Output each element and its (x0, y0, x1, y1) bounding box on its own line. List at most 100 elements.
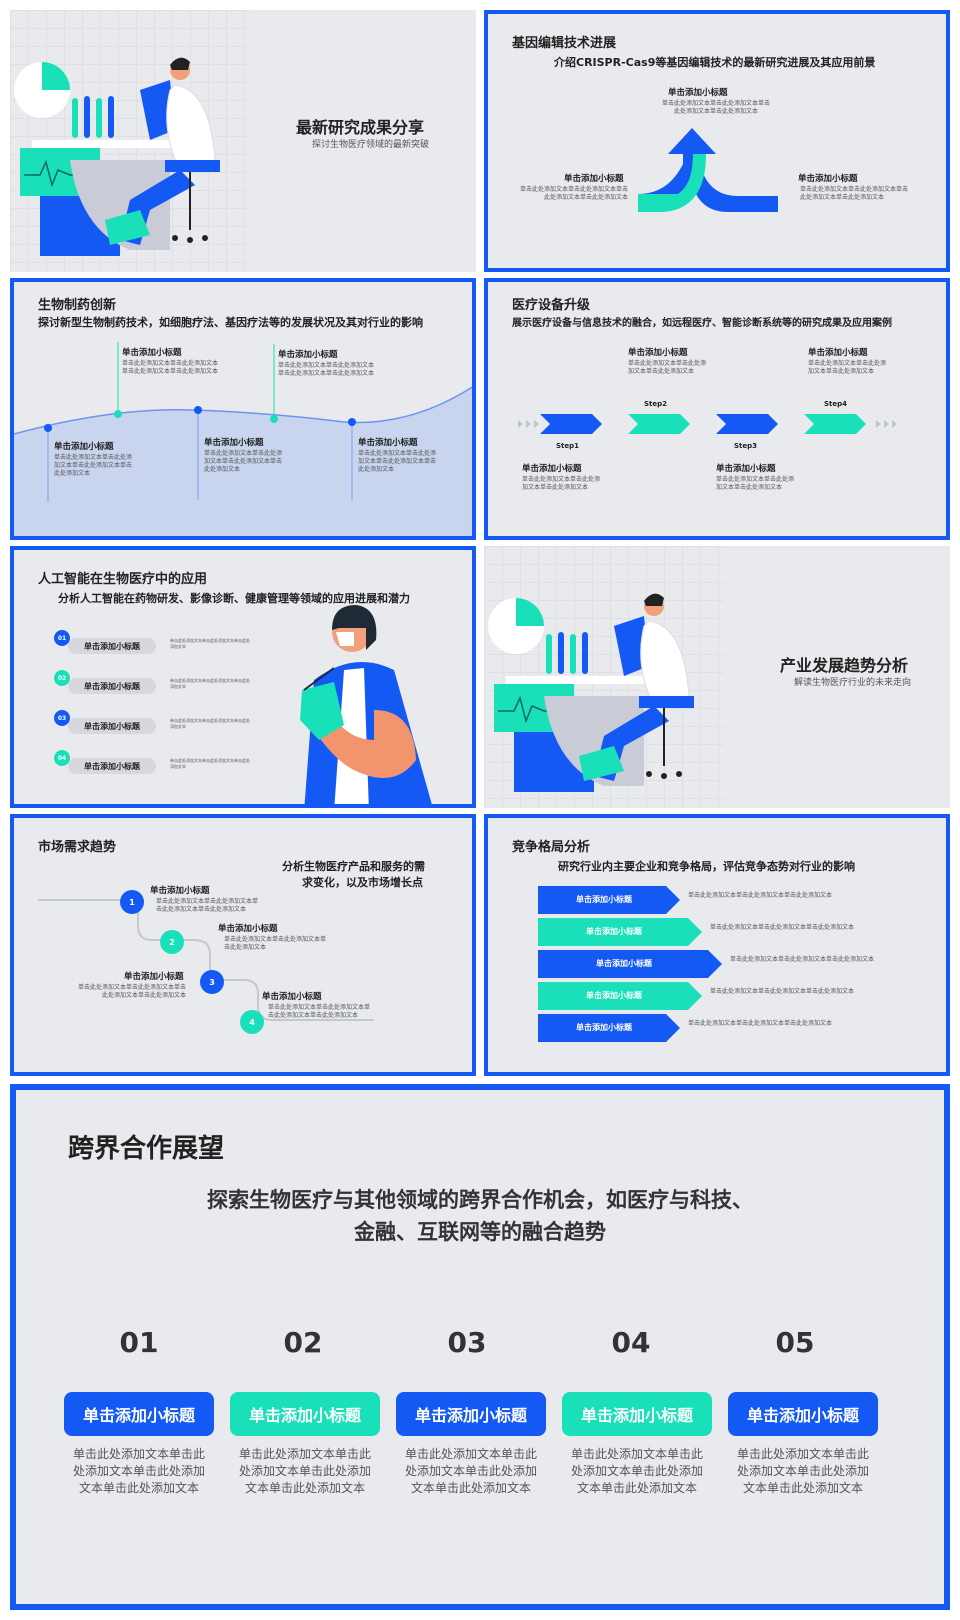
slide3-subtitle: 探讨新型生物制药技术，如细胞疗法、基因疗法等的发展状况及其对行业的影响 (38, 316, 423, 329)
slide3-title: 生物制药创新 (38, 298, 117, 313)
item-text-03: 单击此处添加文本单击此处添加文本单击此处添加文本单击此处添加文本 (404, 1447, 537, 1495)
item-pill: 单击添加小标题 (68, 758, 156, 774)
slide4-item3-heading: 单击添加小标题 (716, 464, 776, 474)
bar-text-4: 单击此处添加文本单击此处添加文本单击此处添加文本 (710, 988, 855, 995)
slide7-subtitle-line2: 求变化，以及市场增长点 (302, 876, 423, 889)
item-badge: 02 (54, 670, 70, 686)
slide4-item2-text: 单击此处添加文本单击此处添加文本单击此处添加文本 (628, 360, 707, 375)
slide3-item4-text: 单击此处添加文本单击此处添加文本单击此处添加文本单击此处添加文本 (278, 362, 375, 377)
item-button-01[interactable]: 单击添加小标题 (64, 1392, 214, 1436)
item-pill: 单击添加小标题 (68, 718, 156, 734)
slide3-item3-text: 单击此处添加文本单击此处添加文本单击此处添加文本单击此处添加文本 (204, 450, 283, 473)
item-button-04[interactable]: 单击添加小标题 (562, 1392, 712, 1436)
item-text-02: 单击此处添加文本单击此处添加文本单击此处添加文本单击此处添加文本 (238, 1447, 371, 1495)
item-badge: 01 (54, 630, 70, 646)
merge-arrow-icon (638, 128, 778, 212)
item-number-02: 02 (283, 1326, 323, 1359)
step-badge-4: 4 (240, 1010, 264, 1034)
step3-label: Step3 (734, 442, 758, 450)
item-text: 单击此处添加文本单击此处添加文本单击此处添加文本 (170, 758, 250, 769)
slide-market-demand: 市场需求趋势 分析生物医疗产品和服务的需 求变化，以及市场增长点 1 2 3 4… (10, 814, 476, 1076)
slide1-subtitle: 探讨生物医疗领域的最新突破 (312, 140, 430, 150)
slide3-item2-heading: 单击添加小标题 (122, 348, 182, 358)
slide2-right-text: 单击此处添加文本单击此处添加文本单击此处添加文本单击此处添加文本 (800, 186, 909, 201)
slide4-item3-text: 单击此处添加文本单击此处添加文本单击此处添加文本 (716, 476, 795, 491)
slide7-item3-text: 单击此处添加文本单击此处添加文本单击此处添加文本单击此处添加文本 (77, 984, 186, 999)
slide7-subtitle-line1: 分析生物医疗产品和服务的需 (282, 860, 425, 873)
bar-label-4: 单击添加小标题 (586, 991, 642, 1000)
item-button-05[interactable]: 单击添加小标题 (728, 1392, 878, 1436)
slide2-top-heading: 单击添加小标题 (668, 88, 728, 98)
bar-text-1: 单击此处添加文本单击此处添加文本单击此处添加文本 (688, 892, 833, 899)
slide-competition: 竞争格局分析 研究行业内主要企业和竞争格局，评估竞争态势对行业的影响 单击添加小… (484, 814, 950, 1076)
slide8-title: 竞争格局分析 (512, 840, 591, 855)
item-badge: 04 (54, 750, 70, 766)
slide4-item4-heading: 单击添加小标题 (808, 348, 868, 358)
slide4-subtitle: 展示医疗设备与信息技术的融合，如远程医疗、智能诊断系统等的研究成果及应用案例 (512, 318, 892, 329)
item-number-03: 03 (447, 1326, 487, 1359)
slide4-title: 医疗设备升级 (512, 298, 591, 313)
slide6-title: 产业发展趋势分析 (780, 656, 909, 675)
slide3-item1-heading: 单击添加小标题 (54, 442, 114, 452)
step4-label: Step4 (824, 400, 848, 408)
slide9-title: 跨界合作展望 (68, 1134, 225, 1164)
scientist-illustration (488, 593, 694, 792)
bar-text-5: 单击此处添加文本单击此处添加文本单击此处添加文本 (688, 1020, 833, 1027)
slide-biopharma: 生物制药创新 探讨新型生物制药技术，如细胞疗法、基因疗法等的发展状况及其对行业的… (10, 278, 476, 540)
slide7-item3-heading: 单击添加小标题 (124, 972, 184, 982)
item-badge: 03 (54, 710, 70, 726)
scientist-illustration (14, 57, 220, 256)
staircase-path (38, 899, 374, 1021)
slide-ai-application: 人工智能在生物医疗中的应用 分析人工智能在药物研发、影像诊断、健康管理等领域的应… (10, 546, 476, 808)
slide6-subtitle: 解读生物医疗行业的未来走向 (794, 678, 912, 688)
slide5-title: 人工智能在生物医疗中的应用 (38, 572, 208, 587)
slide2-left-text: 单击此处添加文本单击此处添加文本单击此处添加文本单击此处添加文本 (519, 186, 628, 201)
slide1-title: 最新研究成果分享 (296, 118, 425, 137)
item-text-05: 单击此处添加文本单击此处添加文本单击此处添加文本单击此处添加文本 (736, 1447, 869, 1495)
bar-text-3: 单击此处添加文本单击此处添加文本单击此处添加文本 (730, 956, 875, 963)
slide-cross-border: 跨界合作展望 探索生物医疗与其他领域的跨界合作机会，如医疗与科技、 金融、互联网… (10, 1084, 950, 1610)
step2-label: Step2 (644, 400, 668, 408)
slide7-item4-heading: 单击添加小标题 (262, 992, 322, 1002)
step1-label: Step1 (556, 442, 580, 450)
slide4-item1-heading: 单击添加小标题 (522, 464, 582, 474)
slide2-left-heading: 单击添加小标题 (564, 174, 624, 184)
item-button-03[interactable]: 单击添加小标题 (396, 1392, 546, 1436)
slide7-title: 市场需求趋势 (38, 840, 117, 855)
step-badge-2: 2 (160, 930, 184, 954)
slide3-item3-heading: 单击添加小标题 (204, 438, 264, 448)
slide4-item4-text: 单击此处添加文本单击此处添加文本单击此处添加文本 (808, 360, 887, 375)
slide3-item5-text: 单击此处添加文本单击此处添加文本单击此处添加文本单击此处添加文本 (358, 450, 437, 473)
item-text: 单击此处添加文本单击此处添加文本单击此处添加文本 (170, 718, 250, 729)
item-number-05: 05 (775, 1326, 815, 1359)
slide-industry-trends: 产业发展趋势分析 解读生物医疗行业的未来走向 (484, 546, 950, 808)
doctor-illustration (300, 605, 432, 804)
slide7-item1-text: 单击此处添加文本单击此处添加文本单击此处添加文本单击此处添加文本 (156, 898, 259, 913)
slide3-item1-text: 单击此处添加文本单击此处添加文本单击此处添加文本单击此处添加文本 (54, 454, 133, 477)
item-text-04: 单击此处添加文本单击此处添加文本单击此处添加文本单击此处添加文本 (570, 1447, 703, 1495)
slide2-subtitle: 介绍CRISPR-Cas9等基因编辑技术的最新研究进展及其应用前景 (554, 56, 876, 69)
item-number-04: 04 (611, 1326, 651, 1359)
item-button-02[interactable]: 单击添加小标题 (230, 1392, 380, 1436)
item-text: 单击此处添加文本单击此处添加文本单击此处添加文本 (170, 638, 250, 649)
slide-research-results: 最新研究成果分享 探讨生物医疗领域的最新突破 (10, 10, 476, 272)
bar-label-2: 单击添加小标题 (586, 927, 642, 936)
step-chevrons (518, 414, 897, 434)
bar-label-1: 单击添加小标题 (576, 895, 632, 904)
slide3-item2-text: 单击此处添加文本单击此处添加文本单击此处添加文本单击此处添加文本 (122, 360, 219, 375)
slide-medical-devices: 医疗设备升级 展示医疗设备与信息技术的融合，如远程医疗、智能诊断系统等的研究成果… (484, 278, 950, 540)
slide4-item2-heading: 单击添加小标题 (628, 348, 688, 358)
slide7-item1-heading: 单击添加小标题 (150, 886, 210, 896)
item-pill: 单击添加小标题 (68, 638, 156, 654)
slide7-item4-text: 单击此处添加文本单击此处添加文本单击此处添加文本单击此处添加文本 (268, 1004, 371, 1019)
slide4-item1-text: 单击此处添加文本单击此处添加文本单击此处添加文本 (522, 476, 601, 491)
item-number-01: 01 (119, 1326, 159, 1359)
slide7-item2-heading: 单击添加小标题 (218, 924, 278, 934)
item-pill: 单击添加小标题 (68, 678, 156, 694)
slide3-item4-heading: 单击添加小标题 (278, 350, 338, 360)
slide2-title: 基因编辑技术进展 (512, 36, 617, 51)
item-text: 单击此处添加文本单击此处添加文本单击此处添加文本 (170, 678, 250, 689)
slide-gene-editing: 基因编辑技术进展 介绍CRISPR-Cas9等基因编辑技术的最新研究进展及其应用… (484, 10, 950, 272)
item-text-01: 单击此处添加文本单击此处添加文本单击此处添加文本单击此处添加文本 (72, 1447, 205, 1495)
step-badge-1: 1 (120, 890, 144, 914)
